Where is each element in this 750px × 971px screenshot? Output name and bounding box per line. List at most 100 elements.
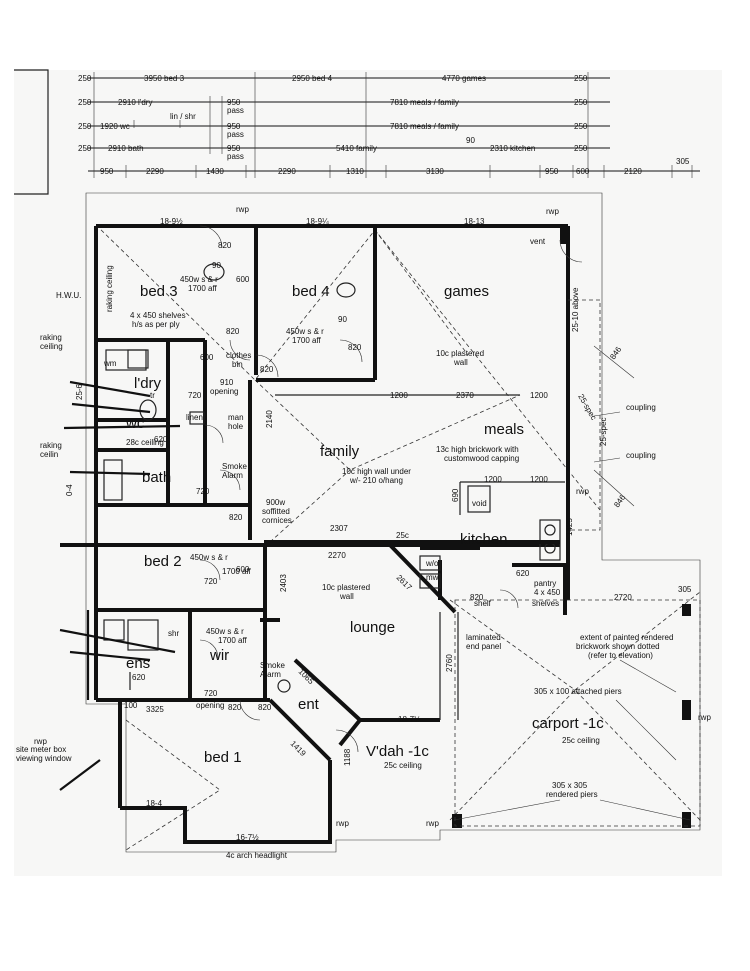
dim-600-c: 600 <box>200 353 214 362</box>
note-wc-ceiling: 28c ceiling <box>126 438 164 447</box>
dim-18-7: 18-7½ <box>398 715 421 724</box>
dim-250-f: 250 <box>574 122 588 131</box>
dim-1200-d: 1200 <box>530 475 548 484</box>
dim-family-width: 5410 family <box>336 144 377 153</box>
note-wir-shelves-aff: 1700 aff <box>218 636 248 645</box>
dim-2140: 2140 <box>265 410 274 428</box>
dim-820-a: 820 <box>218 241 232 250</box>
room-carport: carport -1c <box>532 715 604 732</box>
note-high-wall-b: w/- 210 o/hang <box>349 476 403 485</box>
note-clothes-bin: clothes <box>226 351 251 360</box>
dim-meals-family-b: 7810 meals / family <box>390 122 459 131</box>
dim-250-h: 250 <box>574 74 588 83</box>
dim-3325: 3325 <box>146 705 164 714</box>
dim-r5-950b: 950 <box>545 167 559 176</box>
note-shower: shr <box>168 629 179 638</box>
note-plastered-wall: 10c plastered <box>436 349 484 358</box>
room-laundry: l'dry <box>134 375 162 392</box>
dim-305: 305 <box>678 585 692 594</box>
dim-1200-a: 1200 <box>390 391 408 400</box>
note-high-wall: 10c high wall under <box>342 467 411 476</box>
dim-250-e: 250 <box>574 98 588 107</box>
note-painted-brickwork: extent of painted rendered <box>580 633 673 642</box>
dim-1188: 1188 <box>343 748 352 766</box>
note-bed4-shelves: 450w s & r <box>286 327 324 336</box>
room-meals: meals <box>484 421 524 438</box>
right-leaders <box>453 345 691 821</box>
note-soffit-b: soffitted <box>262 507 290 516</box>
annotations: H.W.U. raking ceiling raking ceiling rak… <box>16 205 711 860</box>
note-laminated: laminated <box>466 633 501 642</box>
dim-720-c: 720 <box>204 577 218 586</box>
note-rendered-piers: 305 x 305 <box>552 781 588 790</box>
room-verandah: V'dah -1c <box>366 743 429 760</box>
note-rwp-2: rwp <box>546 207 559 216</box>
room-games: games <box>444 283 489 300</box>
note-rwp-1: rwp <box>236 205 249 214</box>
dim-25-10: 25-10 above <box>571 287 580 332</box>
room-family: family <box>320 443 360 460</box>
room-wc: wc <box>125 415 145 432</box>
dim-690: 690 <box>451 488 460 502</box>
dim-250-g: 250 <box>574 144 588 153</box>
note-raking-2: raking <box>40 333 62 342</box>
note-lounge-wall: 10c plastered <box>322 583 370 592</box>
dim-pass-950-b: 950 <box>227 122 241 131</box>
note-pantry: pantry <box>534 579 556 588</box>
note-coupling-2: coupling <box>626 451 656 460</box>
note-viewing-window: viewing window <box>16 754 72 763</box>
note-brickwork: 13c high brickwork with <box>436 445 519 454</box>
room-entry: ent <box>298 696 320 713</box>
roof-outline <box>85 192 701 853</box>
dim-games-width: 4770 games <box>442 74 486 83</box>
dim-1200-b: 1200 <box>530 391 548 400</box>
note-linen: linen <box>186 413 203 422</box>
dim-lin-shr: lin / shr <box>170 112 196 121</box>
note-brickwork-b: customwood capping <box>444 454 519 463</box>
dim-meals-family-a: 7810 meals / family <box>390 98 459 107</box>
dim-2307: 2307 <box>330 524 348 533</box>
note-microwave: mw <box>426 573 439 582</box>
room-lounge: lounge <box>350 619 395 636</box>
walls <box>60 224 691 844</box>
dim-100: 100 <box>124 701 138 710</box>
dim-90: 90 <box>466 136 475 145</box>
carport-outline <box>454 599 701 827</box>
dim-250-b: 250 <box>78 98 92 107</box>
dim-250-a: 250 <box>78 74 92 83</box>
dim-250-d: 250 <box>78 144 92 153</box>
note-smoke-alarm-2: Smoke <box>260 661 285 670</box>
dim-laundry-width: 2910 l'dry <box>118 98 152 107</box>
note-pantry-shelves-b: shelves <box>532 599 559 608</box>
note-laminated-b: end panel <box>466 642 501 651</box>
dim-r5-600: 600 <box>576 167 590 176</box>
room-bed-2: bed 2 <box>144 553 182 570</box>
dim-90-b: 90 <box>338 315 347 324</box>
dim-820-c: 820 <box>260 365 274 374</box>
note-raking-2b: ceiling <box>40 342 63 351</box>
dim-bath-width: 2910 bath <box>108 144 144 153</box>
room-walk-in-robe: wir <box>209 647 229 664</box>
dim-kitchen-width: 2310 kitchen <box>490 144 535 153</box>
dim-2403: 2403 <box>279 574 288 592</box>
dim-18-4: 18-4 <box>146 799 163 808</box>
note-rwp-7: rwp <box>34 737 47 746</box>
dim-r5-2120: 2120 <box>624 167 642 176</box>
dim-820-f: 820 <box>258 703 272 712</box>
dim-r5-950: 950 <box>100 167 114 176</box>
note-shelf: shelf <box>474 599 492 608</box>
note-manhole: man <box>228 413 244 422</box>
dim-16-7: 16-7½ <box>236 833 259 842</box>
dim-2720: 2720 <box>614 593 632 602</box>
dim-bed4-width: 2950 bed 4 <box>292 74 333 83</box>
dim-820-h: 820 <box>228 703 242 712</box>
dim-0-4: 0-4 <box>65 484 74 496</box>
dim-720-a: 720 <box>188 391 202 400</box>
dim-820-d: 820 <box>348 343 362 352</box>
note-painted-brickwork-c: (refer to elevation) <box>588 651 653 660</box>
note-void: void <box>472 499 487 508</box>
dim-wc-width: 1920 wc <box>100 122 130 131</box>
dim-1425: 1425 <box>565 518 574 536</box>
note-raking-3: raking <box>40 441 62 450</box>
